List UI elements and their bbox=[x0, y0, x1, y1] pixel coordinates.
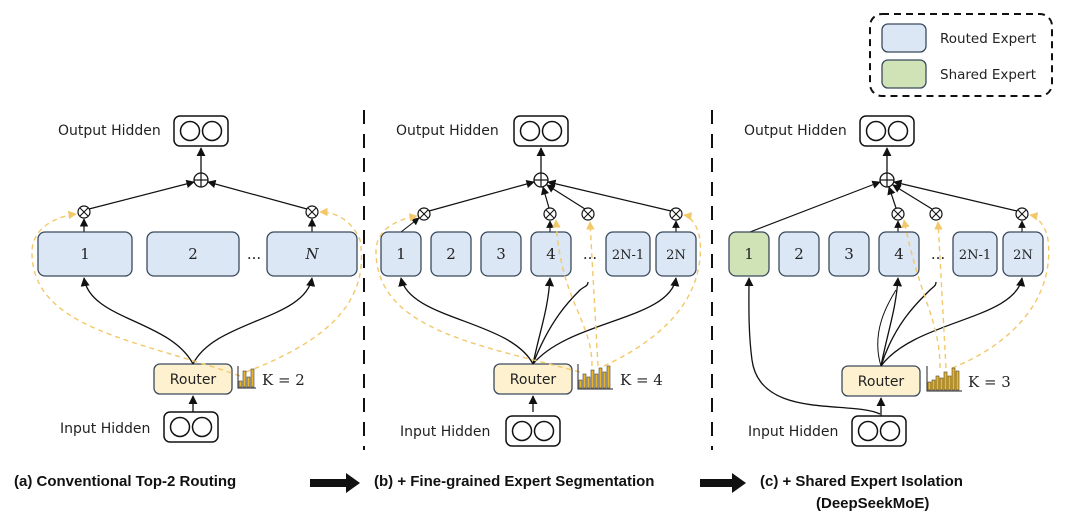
svg-text:4: 4 bbox=[894, 245, 904, 263]
panel-a-input-label: Input Hidden bbox=[60, 421, 150, 437]
panel-c-mult-node-2n bbox=[1015, 207, 1029, 221]
svg-text:2: 2 bbox=[188, 245, 198, 263]
svg-text:1: 1 bbox=[396, 245, 406, 263]
panel-a-mult-node-1 bbox=[77, 205, 91, 219]
panel-c-shared-expert-1: 1 bbox=[728, 231, 770, 277]
panel-c-mult-node-hidden bbox=[929, 207, 943, 221]
panel-a-expert-2: 2 bbox=[146, 231, 240, 277]
panel-c-expert-3: 3 bbox=[828, 231, 870, 277]
svg-text:2N-1: 2N-1 bbox=[612, 248, 644, 263]
caption-arrow-ab bbox=[310, 473, 360, 493]
svg-text:2N: 2N bbox=[666, 248, 686, 263]
panel-b-expert-4: 4 bbox=[530, 231, 572, 277]
panel-a-k-label: K = 2 bbox=[262, 371, 305, 389]
panel-a-expert-1: 1 bbox=[37, 231, 133, 277]
caption-c-line1: (c) + Shared Expert Isolation bbox=[760, 473, 963, 490]
svg-text:1: 1 bbox=[80, 245, 90, 263]
caption-c-line2: (DeepSeekMoE) bbox=[816, 495, 929, 512]
panel-b-output-label: Output Hidden bbox=[396, 123, 499, 139]
panel-c-expert-2: 2 bbox=[778, 231, 820, 277]
panel-b-expert-3: 3 bbox=[480, 231, 522, 277]
panel-b-expert-2n: 2N bbox=[655, 231, 697, 277]
panel-b-mult-node-4 bbox=[543, 207, 557, 221]
panel-b-mult-node-1 bbox=[417, 207, 431, 221]
panel-a: Output Hidden 1 bbox=[31, 115, 363, 443]
legend-shared-label: Shared Expert bbox=[940, 67, 1036, 83]
svg-text:3: 3 bbox=[496, 245, 506, 263]
panel-c-input-vector bbox=[851, 415, 907, 447]
panel-b-mult-node-hidden bbox=[581, 207, 595, 221]
svg-text:4: 4 bbox=[546, 245, 556, 263]
svg-text:Router: Router bbox=[510, 372, 557, 388]
panel-c-expert-2n: 2N bbox=[1002, 231, 1044, 277]
panel-b-ellipsis: ... bbox=[583, 245, 597, 263]
panel-c-expert-4: 4 bbox=[878, 231, 920, 277]
caption-b: (b) + Fine-grained Expert Segmentation bbox=[374, 473, 654, 490]
caption-a: (a) Conventional Top-2 Routing bbox=[14, 473, 236, 490]
svg-text:Router: Router bbox=[858, 374, 905, 390]
svg-text:Router: Router bbox=[170, 372, 217, 388]
svg-text:2: 2 bbox=[794, 245, 804, 263]
panel-a-router: Router bbox=[153, 363, 233, 395]
panel-a-sum-node bbox=[193, 172, 209, 188]
panel-c-input-label: Input Hidden bbox=[748, 424, 838, 440]
panel-a-score-histogram bbox=[237, 366, 256, 389]
panel-c: Output Hidden bbox=[728, 115, 1050, 447]
panel-c-output-label: Output Hidden bbox=[744, 123, 847, 139]
legend-routed-swatch bbox=[881, 23, 927, 53]
panel-b: Output Hidden bbox=[375, 115, 702, 447]
svg-text:2: 2 bbox=[446, 245, 456, 263]
legend-routed-label: Routed Expert bbox=[940, 31, 1036, 47]
panel-c-score-histogram bbox=[926, 366, 962, 392]
panel-b-score-histogram bbox=[577, 364, 613, 390]
svg-text:3: 3 bbox=[844, 245, 854, 263]
panel-b-sum-node bbox=[533, 172, 549, 188]
panel-b-router: Router bbox=[493, 363, 573, 395]
panel-b-expert-1: 1 bbox=[380, 231, 422, 277]
panel-b-expert-2: 2 bbox=[430, 231, 472, 277]
legend-shared-swatch bbox=[881, 59, 927, 89]
panel-a-output-vector bbox=[173, 115, 229, 147]
panel-b-output-vector bbox=[513, 115, 569, 147]
svg-text:1: 1 bbox=[744, 245, 754, 263]
panel-b-input-vector bbox=[505, 415, 561, 447]
panel-c-router: Router bbox=[841, 365, 921, 397]
legend: Routed Expert Shared Expert bbox=[869, 13, 1053, 97]
caption-arrow-bc bbox=[700, 473, 746, 493]
panel-b-input-label: Input Hidden bbox=[400, 424, 490, 440]
panel-b-mult-node-2n bbox=[669, 207, 683, 221]
panel-c-k-label: K = 3 bbox=[968, 373, 1011, 391]
svg-text:N: N bbox=[304, 245, 319, 263]
panel-b-expert-2n-1: 2N-1 bbox=[605, 231, 651, 277]
panel-c-sum-node bbox=[879, 172, 895, 188]
svg-text:2N: 2N bbox=[1013, 248, 1033, 263]
panel-a-ellipsis: ... bbox=[247, 245, 261, 263]
panel-a-mult-node-n bbox=[305, 205, 319, 219]
panel-a-expert-n: N bbox=[266, 231, 358, 277]
panel-b-k-label: K = 4 bbox=[620, 371, 663, 389]
panel-a-output-label: Output Hidden bbox=[58, 123, 161, 139]
panel-c-expert-2n-1: 2N-1 bbox=[952, 231, 998, 277]
panel-c-ellipsis: ... bbox=[931, 245, 945, 263]
svg-text:2N-1: 2N-1 bbox=[959, 248, 991, 263]
panel-c-mult-node-4 bbox=[891, 207, 905, 221]
panel-a-input-vector bbox=[163, 411, 219, 443]
panel-c-output-vector bbox=[859, 115, 915, 147]
